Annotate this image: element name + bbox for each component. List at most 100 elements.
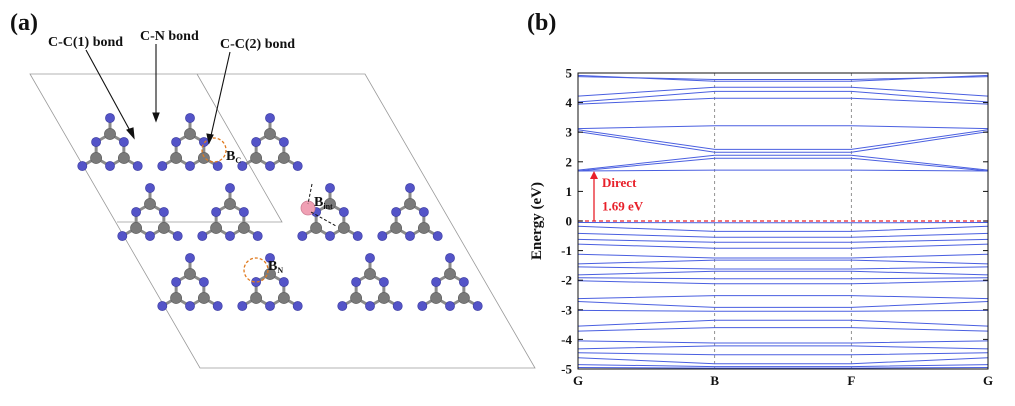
nitrogen-atom: [157, 161, 168, 171]
carbon-atom: [170, 152, 182, 164]
band-gap-type-label: Direct: [602, 175, 637, 190]
cc1-arrow: [85, 49, 135, 139]
y-tick-label: -4: [561, 332, 572, 347]
carbon-atom: [264, 268, 276, 280]
nitrogen-atom: [251, 137, 261, 147]
y-tick-label: -3: [561, 302, 572, 317]
band-line: [577, 352, 989, 356]
band-line: [577, 340, 989, 344]
nitrogen-atom: [132, 161, 143, 171]
band-line: [577, 225, 989, 232]
carbon-atom: [144, 198, 156, 210]
kpoint-dividers: [714, 73, 852, 369]
nitrogen-atom: [392, 301, 403, 311]
band-line: [577, 357, 989, 365]
carbon-atom: [350, 292, 362, 304]
band-line: [577, 266, 989, 270]
carbon-atom: [224, 198, 236, 210]
nitrogen-atom: [185, 253, 195, 263]
band-line: [577, 90, 989, 103]
nitrogen-atom: [172, 231, 183, 241]
nitrogen-atom: [265, 253, 275, 263]
nitrogen-atom: [105, 113, 115, 123]
nitrogen-atom: [91, 137, 101, 147]
x-tick-label: G: [573, 373, 583, 388]
nitrogen-atom: [405, 231, 415, 241]
nitrogen-atom: [378, 277, 389, 287]
band-line: [577, 97, 989, 105]
bn-label: BN: [268, 259, 283, 275]
carbon-atom: [457, 292, 470, 304]
cc2-arrow: [209, 51, 231, 141]
carbon-atom: [324, 198, 336, 210]
band-line: [577, 270, 989, 276]
nitrogen-atom: [197, 231, 208, 241]
carbon-atom: [90, 152, 102, 164]
carbon-atom: [210, 222, 222, 234]
carbon-atom: [170, 292, 182, 304]
carbon-atom: [364, 268, 376, 280]
supercell-outline: [29, 73, 536, 369]
cn-bond-label: C-N bond: [140, 29, 199, 44]
nitrogen-atom: [377, 231, 388, 241]
band-lines: [577, 74, 989, 369]
nitrogen-atom: [391, 207, 401, 217]
band-line: [577, 319, 989, 327]
band-gap-arrowhead: [590, 170, 598, 179]
band-line: [577, 86, 989, 97]
nitrogen-atom: [211, 207, 221, 217]
nitrogen-atom: [292, 161, 303, 171]
band-line: [577, 295, 989, 300]
cc2-arrowhead: [206, 133, 214, 145]
y-tick-label: 0: [566, 214, 573, 229]
nitrogen-atom: [171, 137, 181, 147]
panel-a-label: (a): [10, 10, 38, 36]
band-line: [577, 243, 989, 249]
band-line: [577, 253, 989, 259]
carbon-atom: [310, 222, 322, 234]
bint-label: Bint: [314, 195, 333, 211]
nitrogen-atom: [119, 137, 129, 147]
carbon-atom: [430, 292, 442, 304]
nitrogen-atom: [365, 301, 375, 311]
carbon-atom: [184, 268, 196, 280]
carbon-atom: [444, 268, 456, 280]
nitrogen-atom: [432, 231, 443, 241]
nitrogen-atom: [265, 161, 275, 171]
nitrogen-atom: [145, 231, 155, 241]
y-tick-label: 5: [566, 66, 573, 81]
nitrogen-atom: [117, 231, 128, 241]
y-tick-label: -1: [561, 243, 572, 258]
x-tick-label: F: [847, 373, 855, 388]
carbon-atom: [277, 292, 290, 304]
carbon-atom: [130, 222, 142, 234]
band-line: [577, 259, 989, 265]
band-line: [577, 345, 989, 350]
carbon-atom: [157, 222, 170, 234]
band-line: [577, 131, 989, 153]
nitrogen-atom: [365, 253, 375, 263]
nitrogen-atom: [198, 277, 209, 287]
nitrogen-atom: [145, 183, 155, 193]
nitrogen-atom: [225, 183, 235, 193]
nitrogen-atom: [212, 301, 223, 311]
nitrogen-atom: [238, 207, 249, 217]
nitrogen-atom: [77, 161, 88, 171]
bint-link-1: [307, 183, 313, 205]
band-line: [577, 232, 989, 238]
cc1-bond-label: C-C(1) bond: [48, 35, 123, 50]
carbon-atom: [237, 222, 250, 234]
carbon-atom: [377, 292, 390, 304]
nitrogen-atom: [472, 301, 483, 311]
carbon-atom: [197, 292, 210, 304]
nitrogen-atom: [417, 301, 428, 311]
nitrogen-atom: [171, 277, 181, 287]
carbon-atom: [417, 222, 430, 234]
carbon-atom: [390, 222, 402, 234]
carbon-atom: [404, 198, 416, 210]
nitrogen-atom: [351, 277, 361, 287]
carbon-atom: [264, 128, 276, 140]
band-line: [577, 157, 989, 172]
